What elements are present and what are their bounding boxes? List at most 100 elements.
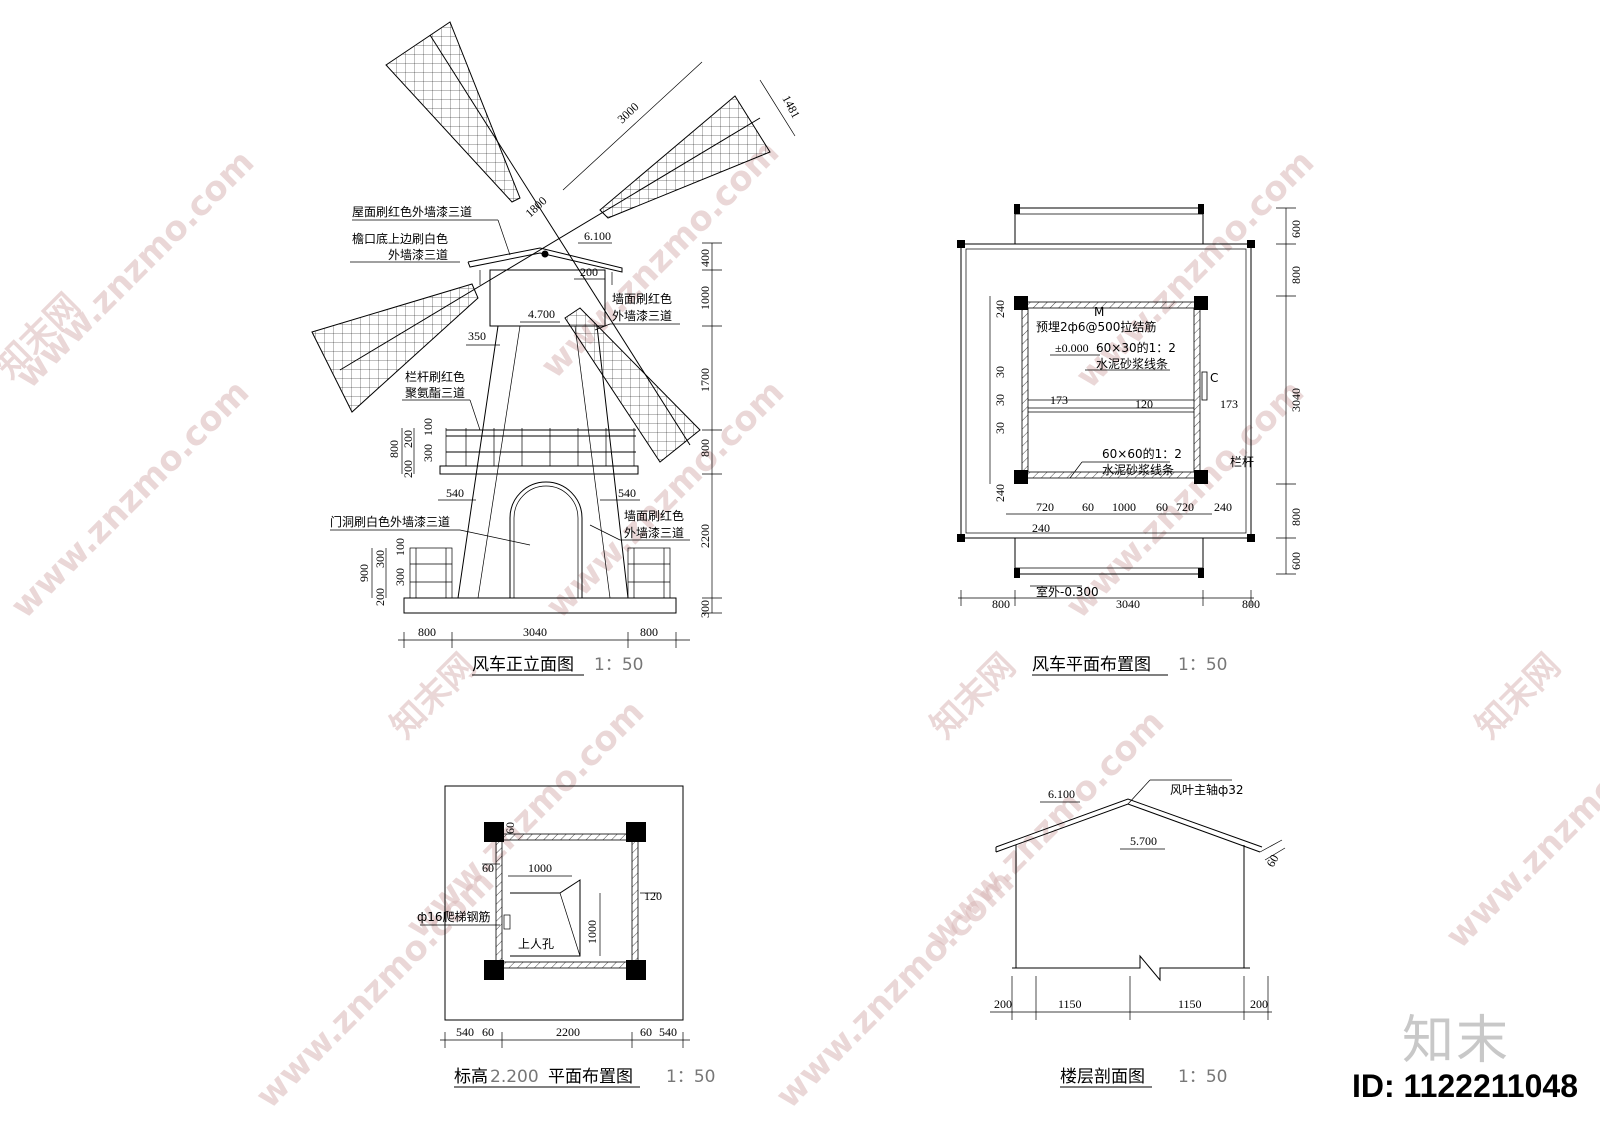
plan-dim-left-30b: 30 [993,394,1007,406]
plan-tie-note: 预埋2ф6@500拉结筋 [1036,319,1156,334]
plan-strip1-note-2: 水泥砂浆线条 [1096,356,1168,371]
rail-dim-d: 100 [421,418,435,436]
height-dim-2200: 2200 [698,524,712,548]
fence-dim-d: 100 [393,538,407,556]
section-dim-1150-left: 1150 [1058,997,1082,1011]
plan-dim-right-600-top: 600 [1289,220,1303,238]
watermark-text: 知末网 [923,646,1023,746]
level-plan: 60 60 1000 120 1000 ф16爬梯钢筋 上人孔 540 60 2… [417,785,715,1088]
level-dim-bottom-540-right: 540 [659,1025,677,1039]
height-dim-300: 300 [698,600,712,618]
side-dim-right: 540 [618,486,636,500]
section-dim-1150-right: 1150 [1178,997,1202,1011]
plan-railing-note: 栏杆 [1230,454,1254,469]
watermark-text: 知末网 [1468,646,1568,746]
id-label: ID: 1122211048 [1352,1068,1578,1104]
level-plan-scale: 1：50 [666,1067,715,1087]
elevation-dimension-lines [371,61,796,648]
level-dim-bottom-60-right: 60 [640,1025,652,1039]
level-dim-1000-horizontal: 1000 [528,861,552,875]
brand-mark: 知末 [1402,1011,1511,1071]
fence-dim-a: 200 [373,588,387,606]
plan-strip2-note-2: 水泥砂浆线条 [1102,462,1174,477]
height-dim-1700: 1700 [698,368,712,392]
level-plan-title-elevation: 2.200 [490,1067,539,1087]
plan-dim-left-240b: 240 [993,484,1007,502]
rail-dim-c: 300 [421,444,435,462]
level-plan-title: 标高 [454,1067,488,1087]
offset-dim: 350 [468,329,486,343]
upper-wall-note-2: 外墙漆三道 [612,309,672,323]
section-top-level: 6.100 [1048,787,1075,801]
fence-dim-b: 300 [373,550,387,568]
door-note: 门洞刷白色外墙漆三道 [330,514,450,529]
watermark-text: www.znzmo.com [768,862,1022,1116]
plan-elevation-zero: ±0.000 [1055,341,1089,355]
plan-dim-left-240a: 240 [993,300,1007,318]
height-dim-1000: 1000 [698,286,712,310]
level-dim-1000-vertical: 1000 [585,920,599,944]
plan-dim-240-left: 240 [1032,521,1050,535]
watermark-text: www.znzmo.com [1438,702,1600,956]
plan-outdoor-level: 室外-0.300 [1036,584,1099,599]
plan-dim-left-30c: 30 [993,422,1007,434]
height-dim-400: 400 [698,249,712,267]
side-dim-left: 540 [446,486,464,500]
plan-window-c: C [1210,371,1218,385]
elevation-scale: 1：50 [594,655,643,675]
base-dim-right: 800 [640,625,658,639]
hub-dim: 1800 [522,194,549,221]
railing-note-2: 聚氨酯三道 [405,386,465,400]
fence-total-dim: 900 [357,564,371,582]
plan-dim-bottom-800-left: 800 [992,597,1010,611]
rail-dim-a: 200 [401,430,415,448]
plan-dim-60-left: 60 [1082,500,1094,514]
level-dim-60-top: 60 [503,822,517,834]
plan-dim-right-3040: 3040 [1289,388,1303,412]
level-dim-bottom-540-left: 540 [456,1025,474,1039]
plan-title: 风车平面布置图 [1032,655,1151,675]
eave-note-2: 外墙漆三道 [388,248,448,262]
plan-dim-60-right: 60 [1156,500,1168,514]
plan-dim-right-600-bottom: 600 [1289,552,1303,570]
plan-scale: 1：50 [1178,655,1227,675]
blade-length-dim: 3000 [614,100,641,127]
section-title: 楼层剖面图 [1060,1067,1145,1087]
plan-dim-240-right: 240 [1214,500,1232,514]
plan-dim-173-right: 173 [1220,397,1238,411]
eave-dim: 200 [580,265,598,279]
level-rebar-note: ф16爬梯钢筋 [417,909,491,924]
plan-door-m: M [1094,305,1104,319]
plan-dim-720-right: 720 [1176,500,1194,514]
plan-strip1-note-1: 60×30的1：2 [1096,340,1176,355]
level-dim-60-left: 60 [482,861,494,875]
windmill-plan: M 预埋2ф6@500拉结筋 ±0.000 60×30的1：2 水泥砂浆线条 C… [957,204,1303,676]
rail-dim-b: 200 [401,460,415,478]
base-dim-left: 800 [418,625,436,639]
section-dim-200-left: 200 [994,997,1012,1011]
rail-total-dim: 800 [387,440,401,458]
section-scale: 1：50 [1178,1067,1227,1087]
level-plan-title-tail: 平面布置图 [548,1067,633,1087]
level-dim-bottom-60-left: 60 [482,1025,494,1039]
level-dim-120: 120 [644,889,662,903]
height-dim-800: 800 [698,439,712,457]
plan-dim-173-left: 173 [1050,393,1068,407]
plan-dim-120: 120 [1135,397,1153,411]
fence-dim-c: 300 [393,568,407,586]
elevation-title: 风车正立面图 [472,655,574,675]
section-axle-note: 风叶主轴ф32 [1170,782,1244,797]
plan-strip2-note-1: 60×60的1：2 [1102,446,1182,461]
section-slope-dim: 60 [1263,852,1281,869]
level-hatch-note: 上人孔 [518,937,554,951]
section-dim-200-right: 200 [1250,997,1268,1011]
watermark-layer: www.znzmo.com www.znzmo.com www.znzmo.co… [0,132,1600,1116]
railing-note-1: 栏杆刷红色 [405,369,465,384]
windmill-blades [311,21,771,463]
lower-wall-note-1: 墙面刷红色 [624,508,684,523]
upper-wall-note-1: 墙面刷红色 [612,291,672,306]
level-dim-bottom-2200: 2200 [556,1025,580,1039]
floor-section: 6.100 风叶主轴ф32 5.700 60 200 1150 1150 200… [990,779,1286,1088]
section-mid-level: 5.700 [1130,834,1157,848]
